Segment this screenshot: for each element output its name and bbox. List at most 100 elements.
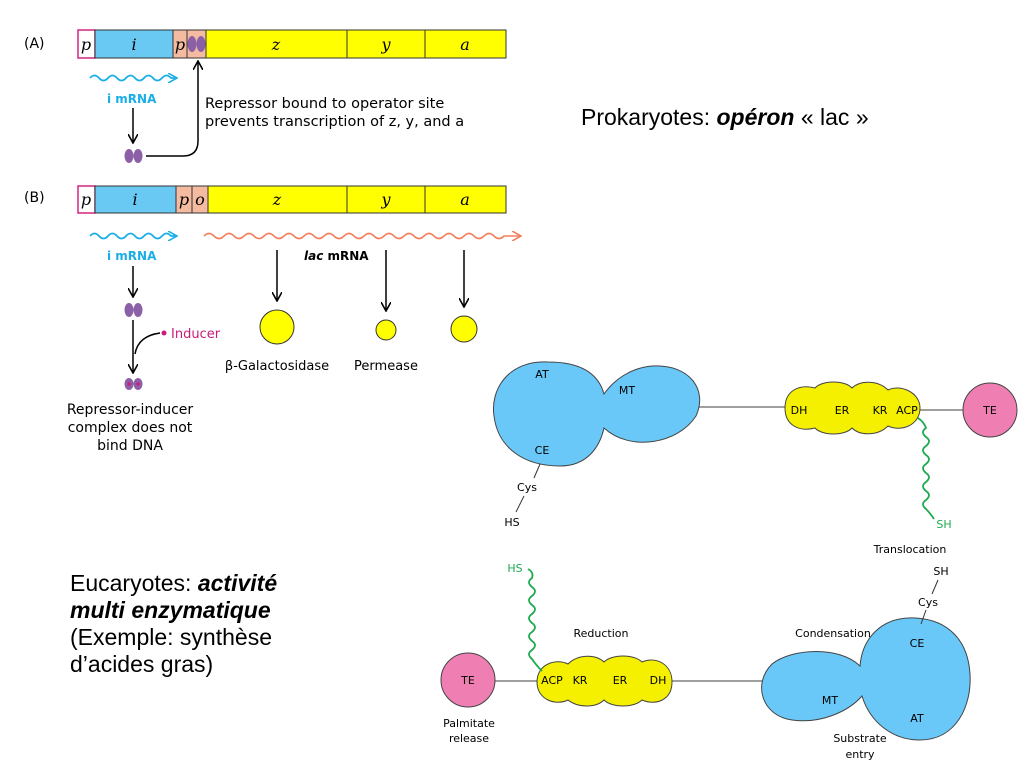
b-lac-mrna-italic: lac: [304, 249, 323, 263]
b-repressor-right: [133, 303, 143, 317]
bottom-ce-label: CE: [910, 637, 925, 650]
bottom-sh-cys-bond: [931, 579, 939, 595]
panel-a-gene-bar: p i p z y a: [77, 29, 507, 59]
top-acp-arm: [917, 417, 935, 520]
b-repressor-left: [124, 303, 134, 317]
b-i-mrna-label: i mRNA: [107, 249, 157, 263]
bottom-synthase: TE ACP KR ER DH MT CE AT HS Reduction Co…: [440, 562, 971, 761]
a-note-line1: Repressor bound to operator site: [205, 96, 444, 112]
top-cys-label: Cys: [517, 481, 537, 494]
bottom-te-label: TE: [460, 674, 475, 687]
panel-a: (A) p i p z y a i mRNA Repressor bound t…: [24, 29, 507, 163]
a-i-mrna-wave: [89, 76, 176, 81]
top-te-label: TE: [982, 404, 997, 417]
b-complex-line2: complex does not: [68, 420, 193, 436]
a-label-z: z: [271, 35, 281, 54]
top-er-label: ER: [835, 404, 850, 417]
eukaryotes-line4: d’acides gras): [70, 651, 214, 677]
b-galactosidase-protein: [259, 309, 295, 345]
top-hs-label: HS: [504, 516, 519, 529]
b-label-o: o: [195, 190, 205, 209]
b-label-p2: p: [179, 190, 189, 209]
b-complex-inducer-right: [136, 382, 140, 386]
bottom-er-label: ER: [613, 674, 628, 687]
a-label-p: p: [81, 35, 91, 54]
b-i-mrna-wave: [89, 234, 176, 239]
bottom-cys-label: Cys: [918, 596, 938, 609]
a-label-p2: p: [175, 35, 185, 54]
panel-b: (B) p i p o z y a i mRNA lac mRNA β-Gala…: [24, 185, 520, 454]
bottom-acp-arm: [527, 568, 543, 672]
a-free-repressor-right: [133, 149, 143, 163]
top-ce-cys-bond: [533, 463, 541, 479]
b-label-i: i: [132, 190, 137, 209]
prokaryotes-caption: Prokaryotes: opéron « lac »: [581, 104, 869, 131]
a-note-line2: prevents transcription of z, y, and a: [205, 114, 464, 130]
b-lac-mrna-wave: [203, 234, 520, 239]
b-lac-mrna-rest: mRNA: [323, 249, 369, 263]
b-transacetylase-protein: [450, 315, 478, 343]
top-te-domain: [962, 382, 1018, 438]
top-kr-label: KR: [873, 404, 888, 417]
top-acp-label: ACP: [896, 404, 918, 417]
a-bound-repressor-right: [196, 36, 206, 52]
top-translocation-label: Translocation: [873, 543, 947, 556]
b-label-z: z: [272, 190, 282, 209]
b-y-gene-segment: [346, 185, 426, 214]
b-a-gene-segment: [424, 185, 507, 214]
panel-b-gene-bar: p i p o z y a: [77, 185, 507, 214]
a-label-i: i: [131, 35, 136, 54]
top-blue-domain: [492, 361, 701, 467]
eukaryotes-bold-1: activité: [197, 570, 278, 596]
b-label-y: y: [380, 190, 391, 209]
bottom-hs-label: HS: [507, 562, 522, 575]
bottom-substrate-line1: Substrate: [833, 732, 887, 745]
panel-b-label: (B): [24, 190, 45, 206]
a-binding-arrow: [146, 62, 198, 157]
eukaryotes-caption: Eucaryotes: activité multi enzymatique (…: [70, 570, 370, 678]
b-inducer-label: Inducer: [171, 327, 221, 342]
b-permease-protein: [375, 319, 397, 341]
b-complex-line3: bind DNA: [97, 438, 163, 454]
eukaryotes-line2: multi enzymatique: [70, 597, 271, 623]
a-label-a: a: [460, 35, 470, 54]
b-label-p: p: [81, 190, 91, 209]
top-synthase: AT MT CE DH ER KR ACP TE Cys HS SH Trans…: [492, 361, 1018, 556]
top-yellow-domain: [784, 381, 921, 435]
top-dh-label: DH: [791, 404, 808, 417]
b-complex-inducer-left: [127, 382, 131, 386]
a-repressor-gene-segment: [94, 29, 174, 59]
b-label-a: a: [460, 190, 470, 209]
bottom-blue-domain: [761, 617, 971, 741]
b-permease-label: Permease: [354, 359, 418, 374]
eukaryotes-prefix: Eucaryotes:: [70, 570, 198, 596]
bottom-at-label: AT: [910, 712, 924, 725]
bottom-reduction-label: Reduction: [574, 627, 629, 640]
prokaryotes-prefix: Prokaryotes:: [581, 104, 717, 130]
b-inducer-binding-curve: [134, 332, 161, 355]
top-sh-label: SH: [936, 518, 951, 531]
prokaryotes-operon: opéron: [716, 104, 795, 130]
top-mt-label: MT: [619, 384, 635, 397]
prokaryotes-suffix: « lac »: [794, 104, 869, 130]
eukaryotes-line3: (Exemple: synthèse: [70, 624, 272, 650]
b-galactosidase-label: β-Galactosidase: [225, 359, 329, 374]
b-complex-line1: Repressor-inducer: [67, 402, 194, 418]
bottom-yellow-domain: [536, 655, 673, 707]
top-cys-hs-bond: [515, 495, 525, 513]
a-free-repressor-left: [124, 149, 134, 163]
bottom-cys-ce-bond: [920, 609, 927, 625]
a-z-gene-segment: [205, 29, 348, 59]
bottom-palmitate-line2: release: [449, 732, 489, 745]
bottom-condensation-label: Condensation: [795, 627, 871, 640]
bottom-sh-label: SH: [933, 565, 948, 578]
bottom-te-domain: [440, 652, 496, 708]
bottom-mt-label: MT: [822, 694, 838, 707]
bottom-dh-label: DH: [650, 674, 667, 687]
bottom-acp-label: ACP: [541, 674, 563, 687]
top-ce-label: CE: [535, 444, 550, 457]
a-i-mrna-label: i mRNA: [107, 92, 157, 106]
b-repressor-gene-segment: [94, 185, 177, 214]
panel-a-label: (A): [24, 36, 45, 52]
